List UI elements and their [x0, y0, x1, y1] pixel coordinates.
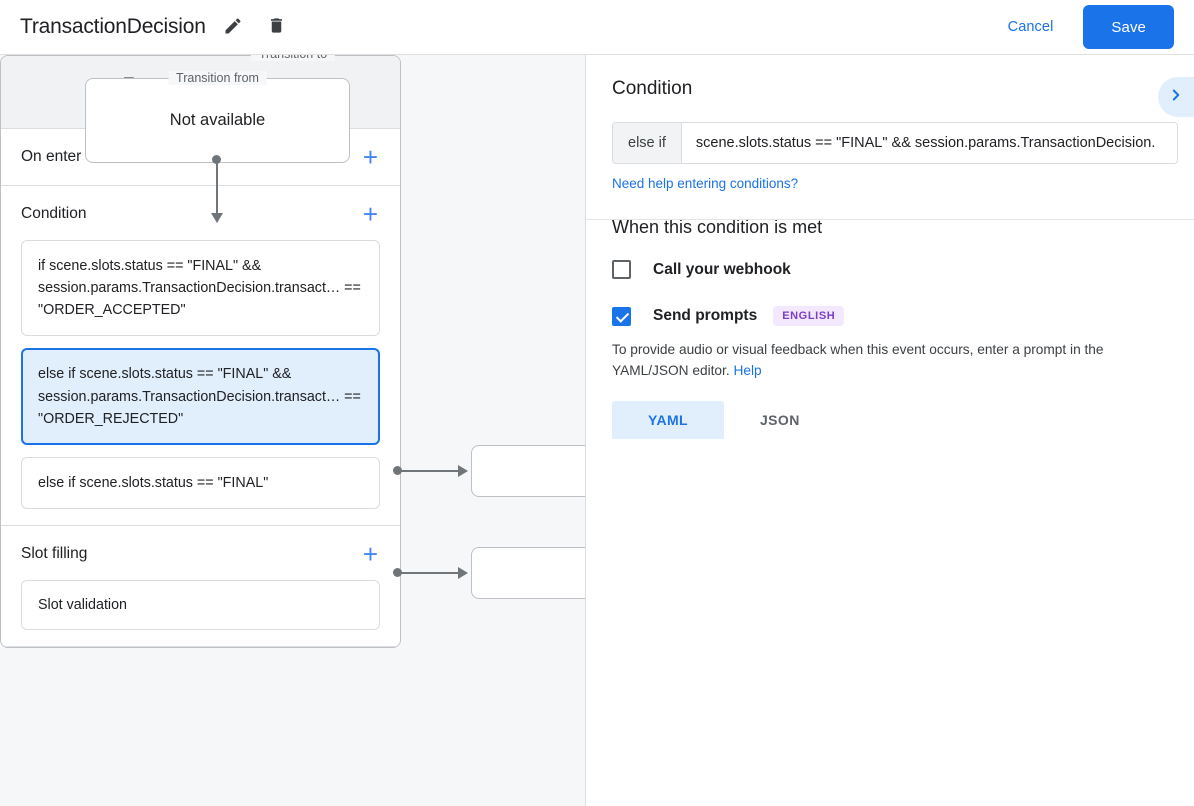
condition-input-row[interactable]: else if scene.slots.status == "FINAL" &&… — [612, 122, 1178, 164]
panel-divider — [586, 219, 1194, 220]
page-title: TransactionDecision — [20, 15, 206, 38]
section-slot-filling: Slot filling + Slot validation — [1, 526, 400, 648]
send-prompts-checkbox-row[interactable]: Send prompts ENGLISH — [612, 306, 1168, 326]
flow-canvas[interactable]: Transition from Not available Transition… — [0, 55, 586, 806]
connector-arrow-down — [211, 213, 223, 223]
transition-to-legend: Transition to — [250, 55, 336, 61]
condition-operator-prefix: else if — [613, 123, 682, 163]
send-prompts-checkbox[interactable] — [612, 306, 631, 326]
send-prompts-label: Send prompts — [653, 307, 758, 324]
pane-divider[interactable] — [585, 55, 586, 806]
condition-expression-input[interactable]: scene.slots.status == "FINAL" && session… — [681, 123, 1177, 163]
tab-yaml[interactable]: YAML — [612, 401, 724, 440]
transition-to-node[interactable]: Transition to TransactionDecision Scene … — [0, 55, 401, 649]
add-on-enter-button[interactable]: + — [362, 142, 378, 172]
tab-json[interactable]: JSON — [759, 412, 800, 429]
add-slot-filling-button[interactable]: + — [362, 539, 378, 570]
edit-name-button[interactable] — [216, 10, 250, 44]
when-condition-met-section: When this condition is met Call your web… — [586, 193, 1194, 440]
webhook-checkbox-row[interactable]: Call your webhook — [612, 260, 1168, 279]
section-title-on-enter: On enter — [21, 148, 82, 165]
collapse-panel-button[interactable] — [1158, 77, 1194, 117]
prompts-help-link[interactable]: Help — [733, 362, 762, 378]
condition-card-3[interactable]: else if scene.slots.status == "FINAL" — [21, 456, 380, 510]
connector-line-condition-2 — [398, 572, 463, 574]
prompts-hint-body: To provide audio or visual feedback when… — [612, 342, 1104, 378]
need-help-conditions-link[interactable]: Need help entering conditions? — [612, 176, 799, 191]
header-actions: Cancel Save — [992, 5, 1194, 49]
detail-panel: Condition else if scene.slots.status == … — [586, 55, 1194, 806]
call-webhook-label: Call your webhook — [653, 260, 791, 278]
transition-from-value: Not available — [169, 111, 266, 129]
connector-dot-condition-1 — [393, 466, 402, 475]
editor-format-tabs: YAML JSON — [612, 401, 1168, 440]
condition-card-2-selected[interactable]: else if scene.slots.status == "FINAL" &&… — [21, 348, 380, 445]
add-condition-button[interactable]: + — [362, 199, 378, 229]
save-button[interactable]: Save — [1083, 5, 1174, 49]
transition-from-node[interactable]: Transition from Not available — [85, 71, 350, 163]
call-webhook-checkbox[interactable] — [612, 260, 631, 279]
prompts-hint-text: To provide audio or visual feedback when… — [612, 340, 1172, 381]
condition-editor-section: Condition else if scene.slots.status == … — [586, 55, 1194, 193]
connector-line-condition-1 — [398, 470, 463, 472]
connector-arrow-condition-2 — [458, 567, 468, 579]
condition-panel-title: Condition — [612, 78, 693, 99]
section-title-condition: Condition — [21, 205, 87, 222]
slot-validation-card[interactable]: Slot validation — [21, 580, 380, 631]
section-title-slot-filling: Slot filling — [21, 545, 88, 563]
cancel-button[interactable]: Cancel — [992, 9, 1070, 45]
condition-card-1[interactable]: if scene.slots.status == "FINAL" && sess… — [21, 240, 380, 337]
delete-button[interactable] — [260, 10, 294, 44]
connector-dot-from — [212, 155, 221, 164]
target-node-2[interactable] — [471, 547, 586, 599]
connector-arrow-condition-1 — [458, 465, 468, 477]
pencil-icon — [223, 16, 243, 39]
when-condition-met-title: When this condition is met — [612, 217, 823, 237]
connector-dot-condition-2 — [393, 568, 402, 577]
trash-icon — [267, 16, 286, 38]
app-header: TransactionDecision Cancel Save — [0, 0, 1194, 55]
transition-from-legend: Transition from — [168, 71, 267, 85]
chevron-right-icon — [1167, 86, 1185, 109]
language-badge: ENGLISH — [773, 306, 845, 326]
target-node-1[interactable] — [471, 445, 586, 497]
connector-line-vertical — [216, 160, 218, 215]
section-condition: Condition + if scene.slots.status == "FI… — [1, 186, 400, 527]
